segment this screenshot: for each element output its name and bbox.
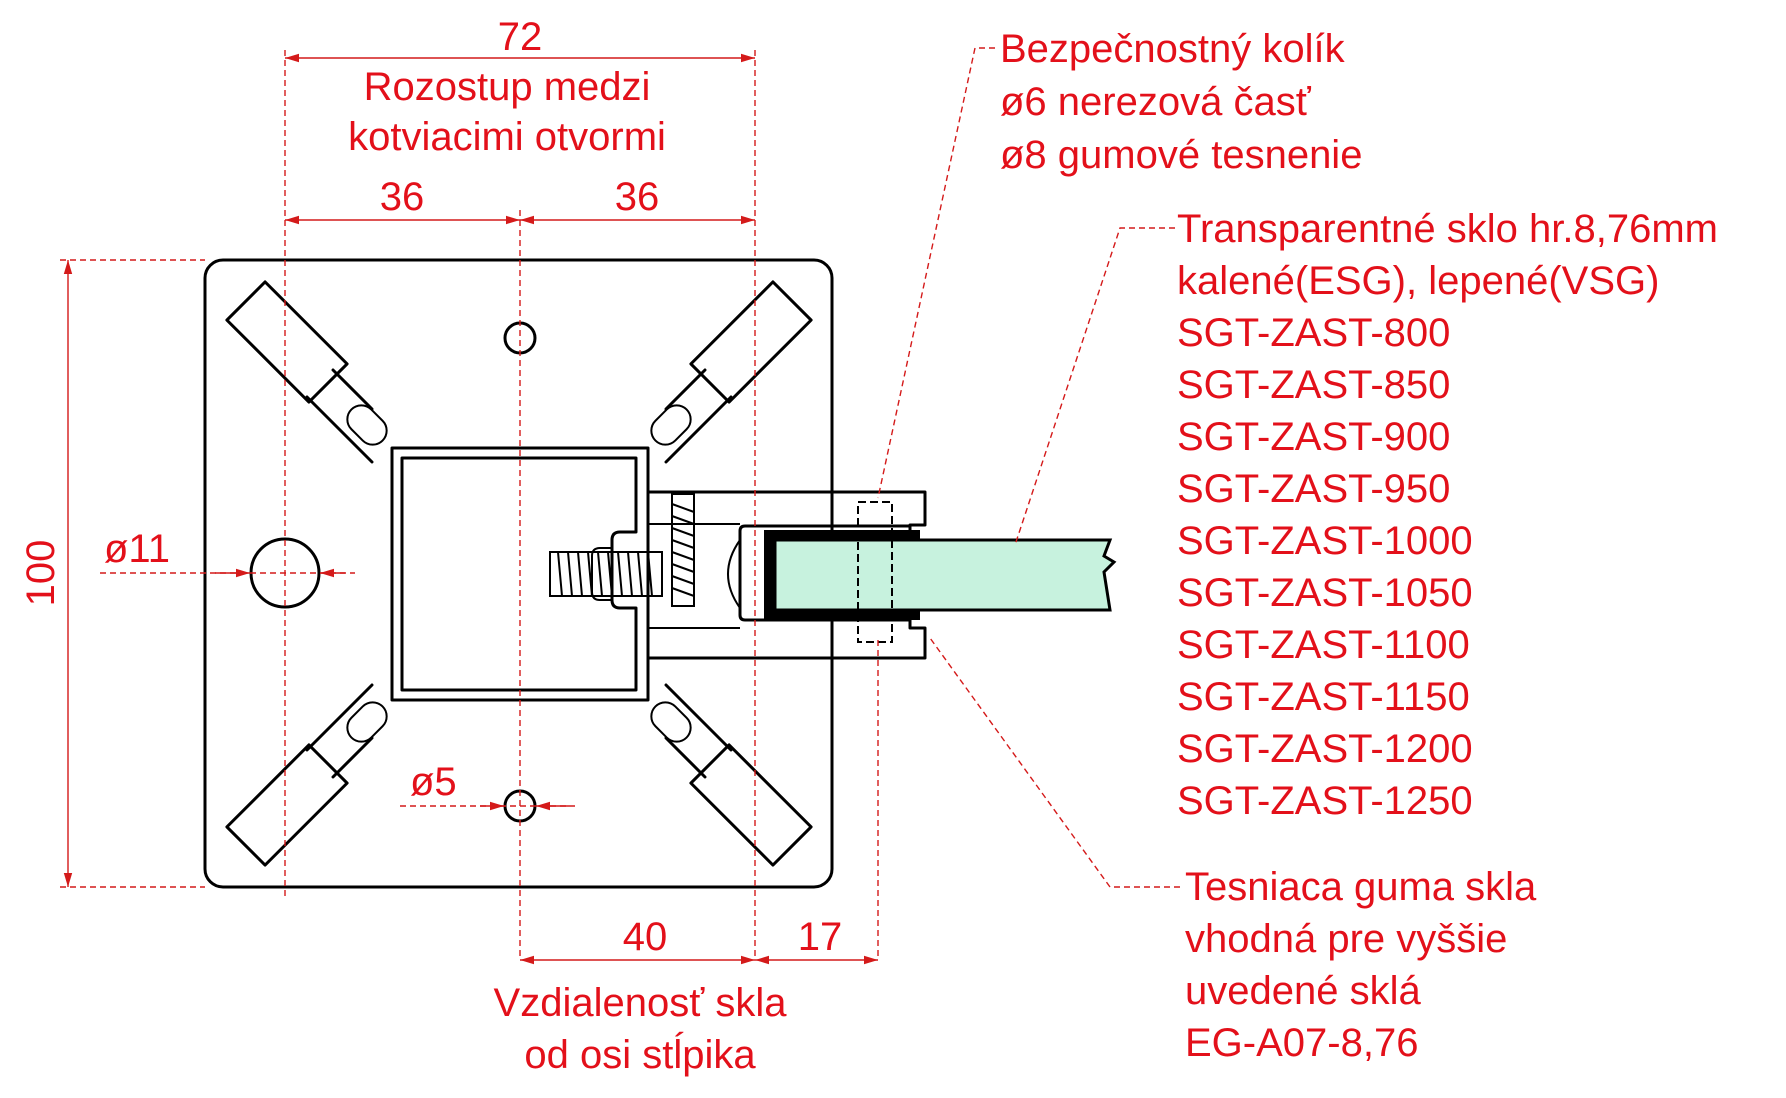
glass-line-11: SGT-ZAST-1200 (1177, 727, 1473, 771)
set-screw-head (671, 493, 695, 607)
dim-17: 17 (798, 915, 843, 959)
rib-arm-tr (664, 368, 733, 464)
rib-bottom-left (225, 743, 349, 867)
dim-72: 72 (498, 15, 543, 59)
threaded-rod (549, 551, 663, 597)
dim-big-hole: ø11 (104, 527, 170, 571)
pin-line-1: Bezpečnostný kolík (1000, 27, 1346, 71)
anchor-caption-1: Rozostup medzi (364, 65, 651, 109)
glass-line-8: SGT-ZAST-1050 (1177, 571, 1473, 615)
gasket-line-1: Tesniaca guma skla (1185, 865, 1537, 909)
dim-36-right: 36 (615, 175, 660, 219)
slot-tl (346, 404, 388, 446)
glass-line-1: Transparentné sklo hr.8,76mm (1177, 207, 1718, 251)
post-outer (390, 446, 650, 702)
pressure-pad (727, 539, 741, 609)
dimension-labels: 72 Rozostup medzi kotviacimi otvormi 36 … (19, 15, 842, 1077)
rod-thread (557, 551, 653, 597)
glass-line-10: SGT-ZAST-1150 (1177, 675, 1470, 719)
callout-gasket: Tesniaca guma skla vhodná pre vyššie uve… (1185, 865, 1537, 1065)
gasket-line-4: EG-A07-8,76 (1185, 1021, 1418, 1065)
dim-small-hole: ø5 (410, 760, 457, 804)
glass-line-7: SGT-ZAST-1000 (1177, 519, 1473, 563)
glass-line-6: SGT-ZAST-950 (1177, 467, 1450, 511)
post-section (390, 446, 650, 702)
glass-line-2: kalené(ESG), lepené(VSG) (1177, 259, 1659, 303)
callout-pin: Bezpečnostný kolík ø6 nerezová časť ø8 g… (1000, 27, 1362, 177)
dimension-lines (60, 47, 1180, 965)
rib-arm-tl (305, 368, 374, 464)
rib-arm-bl (305, 683, 374, 779)
glass-distance-caption-1: Vzdialenosť skla (494, 981, 788, 1025)
clamp-pocket (738, 524, 912, 622)
glass-panel (773, 538, 1117, 612)
slot-br (650, 701, 692, 743)
gasket-line-2: vhodná pre vyššie (1185, 917, 1507, 961)
rib-arm-br (664, 683, 733, 779)
diagonal-ribs (225, 280, 813, 867)
post-inner (400, 456, 638, 692)
pin-line-2: ø6 nerezová časť (1000, 80, 1312, 124)
anchor-caption-2: kotviacimi otvormi (348, 115, 666, 159)
glass-clamp (549, 490, 1117, 660)
rib-bottom-right (689, 743, 813, 867)
small-hole-top (503, 321, 537, 355)
gasket-line-3: uvedené sklá (1185, 969, 1421, 1013)
slot-tr (650, 404, 692, 446)
glass-line-5: SGT-ZAST-900 (1177, 415, 1450, 459)
safety-pin (857, 501, 893, 643)
glass-distance-caption-2: od osi stĺpika (524, 1031, 756, 1077)
dim-100: 100 (19, 540, 63, 607)
set-screw-thread (671, 503, 695, 597)
dim-36-left: 36 (380, 175, 425, 219)
callout-glass: Transparentné sklo hr.8,76mm kalené(ESG)… (1177, 207, 1718, 823)
slot-bl (346, 701, 388, 743)
rib-top-left (225, 280, 349, 404)
dim-40: 40 (623, 915, 668, 959)
glass-line-3: SGT-ZAST-800 (1177, 311, 1450, 355)
rib-top-right (689, 280, 813, 404)
glass-line-4: SGT-ZAST-850 (1177, 363, 1450, 407)
post-slot (591, 547, 612, 601)
pin-line-3: ø8 gumové tesnenie (1000, 133, 1362, 177)
glass-line-9: SGT-ZAST-1100 (1177, 623, 1470, 667)
glass-line-12: SGT-ZAST-1250 (1177, 779, 1473, 823)
